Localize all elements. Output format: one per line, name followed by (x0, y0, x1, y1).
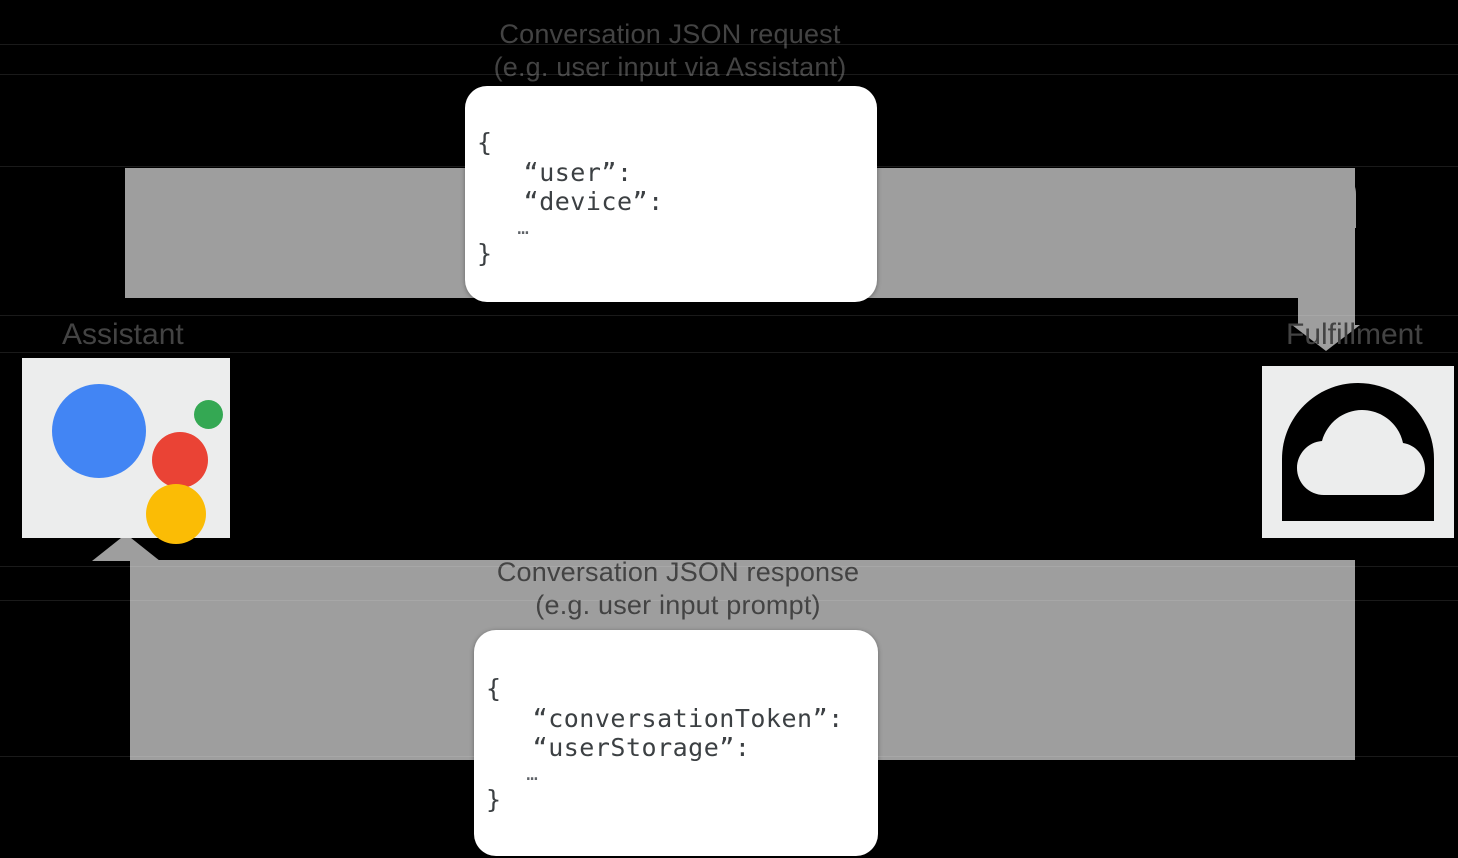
response-json-card: { “conversationToken”: “userStorage”: … … (474, 630, 878, 856)
response-code-line-1: “conversationToken”: (486, 703, 844, 733)
request-code-line-3: … (477, 216, 531, 239)
response-code-line-3: … (486, 762, 540, 785)
assistant-red-dot-icon (152, 432, 208, 488)
response-code-line-2: “userStorage”: (486, 733, 751, 762)
request-code-line-1: “user”: (477, 157, 633, 187)
response-label-line2: (e.g. user input prompt) (535, 589, 821, 620)
response-code-line-4: } (486, 784, 502, 814)
request-code-line-2: “device”: (477, 187, 664, 216)
response-arrowhead-icon (92, 534, 160, 561)
response-flow-label: Conversation JSON response (e.g. user in… (0, 556, 1356, 622)
google-assistant-logo-icon (36, 368, 223, 544)
request-code-line-0: { (477, 128, 493, 157)
fulfillment-caption: Fulfillment (1286, 318, 1423, 351)
scan-artifact (0, 315, 1458, 316)
response-label-line1: Conversation JSON response (496, 557, 860, 587)
response-code-line-0: { (486, 674, 502, 703)
assistant-caption: Assistant (62, 318, 184, 351)
fulfillment-icon-tile (1262, 366, 1454, 538)
request-label-line2: (e.g. user input via Assistant) (493, 51, 847, 82)
request-label-line1: Conversation JSON request (499, 19, 841, 49)
scan-artifact (0, 352, 1458, 353)
request-json-card: { “user”: “device”: … } (465, 86, 877, 302)
cloud-function-icon (1282, 383, 1434, 521)
assistant-yellow-dot-icon (146, 484, 206, 544)
assistant-green-dot-icon (194, 400, 223, 429)
request-arrow-corner-fill (1298, 168, 1356, 228)
assistant-blue-dot-icon (52, 384, 146, 478)
request-code-line-4: } (477, 238, 493, 268)
request-flow-label: Conversation JSON request (e.g. user inp… (0, 18, 1340, 84)
request-arrowhead-icon (1292, 325, 1360, 351)
assistant-icon-tile (22, 358, 230, 544)
